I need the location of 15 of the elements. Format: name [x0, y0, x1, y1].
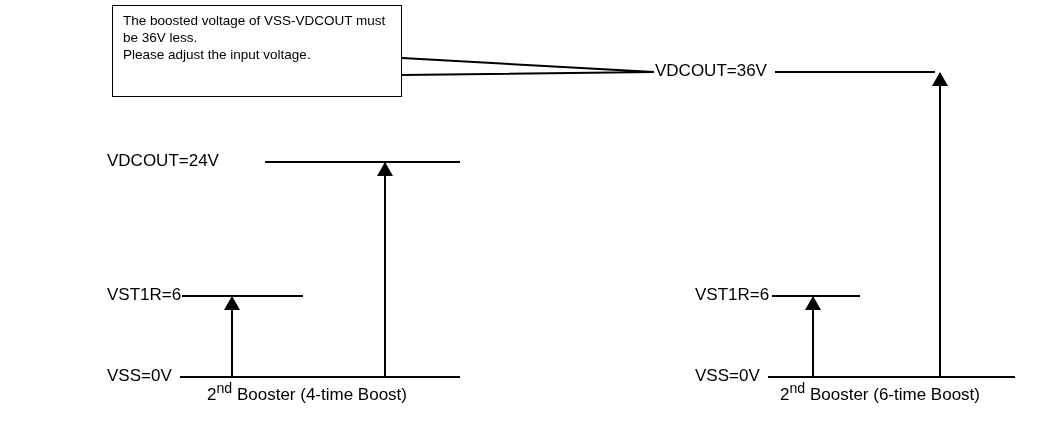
voltage-label: VDCOUT=24V — [107, 151, 219, 171]
voltage-label: VDCOUT=36V — [655, 61, 767, 81]
voltage-label: VSS=0V — [695, 366, 760, 386]
voltage-label: VST1R=6 — [107, 285, 182, 305]
arrow — [932, 72, 948, 377]
voltage-label: VSS=0V — [107, 366, 172, 386]
arrow — [377, 162, 393, 377]
voltage-label: VST1R=6 — [695, 285, 770, 305]
arrow — [805, 296, 821, 377]
callout-box — [112, 5, 402, 97]
callout-text: The boosted voltage of VSS-VDCOUT must be 36V less. — [123, 12, 387, 46]
arrow — [224, 296, 240, 377]
callout-text: Please adjust the input voltage. — [123, 46, 312, 63]
booster-caption: 2$^{nd}$ Booster (4-time Boost) — [207, 380, 407, 405]
booster-caption: 2$^{nd}$ Booster (6-time Boost) — [780, 380, 980, 405]
